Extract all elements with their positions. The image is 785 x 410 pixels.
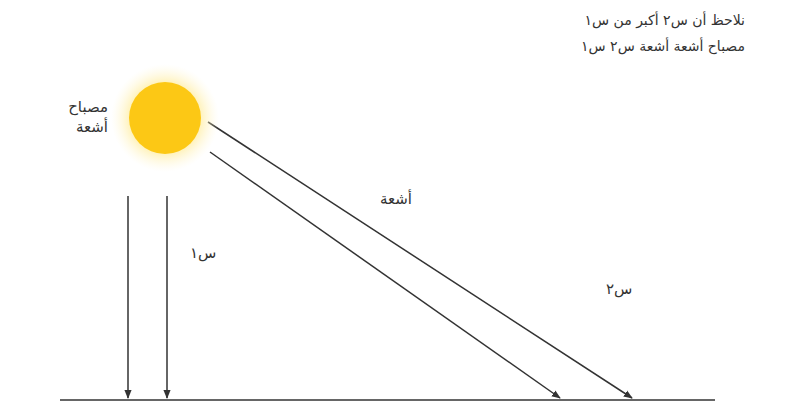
- vertical-ray: [127, 196, 129, 398]
- distance-label: س٢: [606, 280, 632, 298]
- note-text: نلاحظ أن س٢ أكبر من س١: [584, 12, 745, 28]
- lamp-shape: [128, 81, 202, 155]
- note-text: مصباح أشعة أشعة س٢ س١: [581, 38, 745, 54]
- lamp-disc: [129, 82, 201, 154]
- slanted-ray: [210, 152, 560, 398]
- lamp: مصباح أشعة: [128, 81, 202, 155]
- lamp-label: مصباح أشعة: [68, 97, 108, 138]
- ray-label: أشعة: [380, 190, 412, 208]
- ground-line: [60, 399, 715, 401]
- vertical-ray: [166, 196, 168, 398]
- distance-label: س١: [190, 244, 216, 262]
- lamp-glow: [111, 64, 219, 172]
- slanted-ray: [208, 122, 632, 398]
